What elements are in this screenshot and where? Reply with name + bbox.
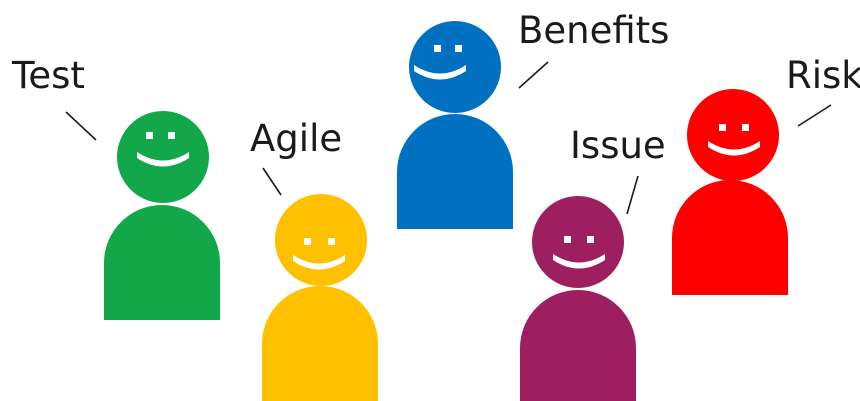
person-risk: Risk [672,54,860,295]
label-test: Test [11,54,85,97]
person-issue-icon [520,196,636,401]
leader-line-issue [626,175,639,215]
person-issue: Issue [520,124,666,401]
label-issue: Issue [570,124,666,167]
leader-line-agile [262,167,282,196]
person-benefits-icon [397,21,513,229]
leader-line-test [65,111,97,141]
person-test-icon [104,111,220,320]
leader-line-risk [797,104,832,127]
label-benefits: Benefits [518,9,669,52]
label-agile: Agile [250,117,342,160]
person-test: Test [11,54,220,320]
person-benefits: Benefits [397,9,669,229]
leader-line-benefits [518,61,549,89]
person-risk-icon [672,89,788,295]
label-risk: Risk [786,54,860,97]
person-agile-icon [262,194,378,401]
person-agile: Agile [250,117,378,401]
